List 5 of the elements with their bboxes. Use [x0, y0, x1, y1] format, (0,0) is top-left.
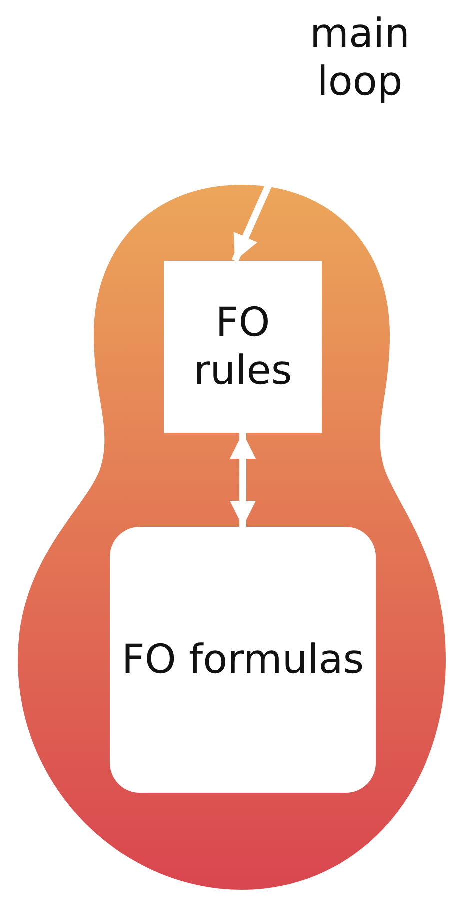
- caption-text: main loop: [309, 10, 411, 106]
- process-box: FO formulas: [110, 527, 376, 793]
- arrow: [230, 433, 256, 527]
- process-box: FO rules: [164, 261, 322, 433]
- doll-shape: [18, 185, 446, 892]
